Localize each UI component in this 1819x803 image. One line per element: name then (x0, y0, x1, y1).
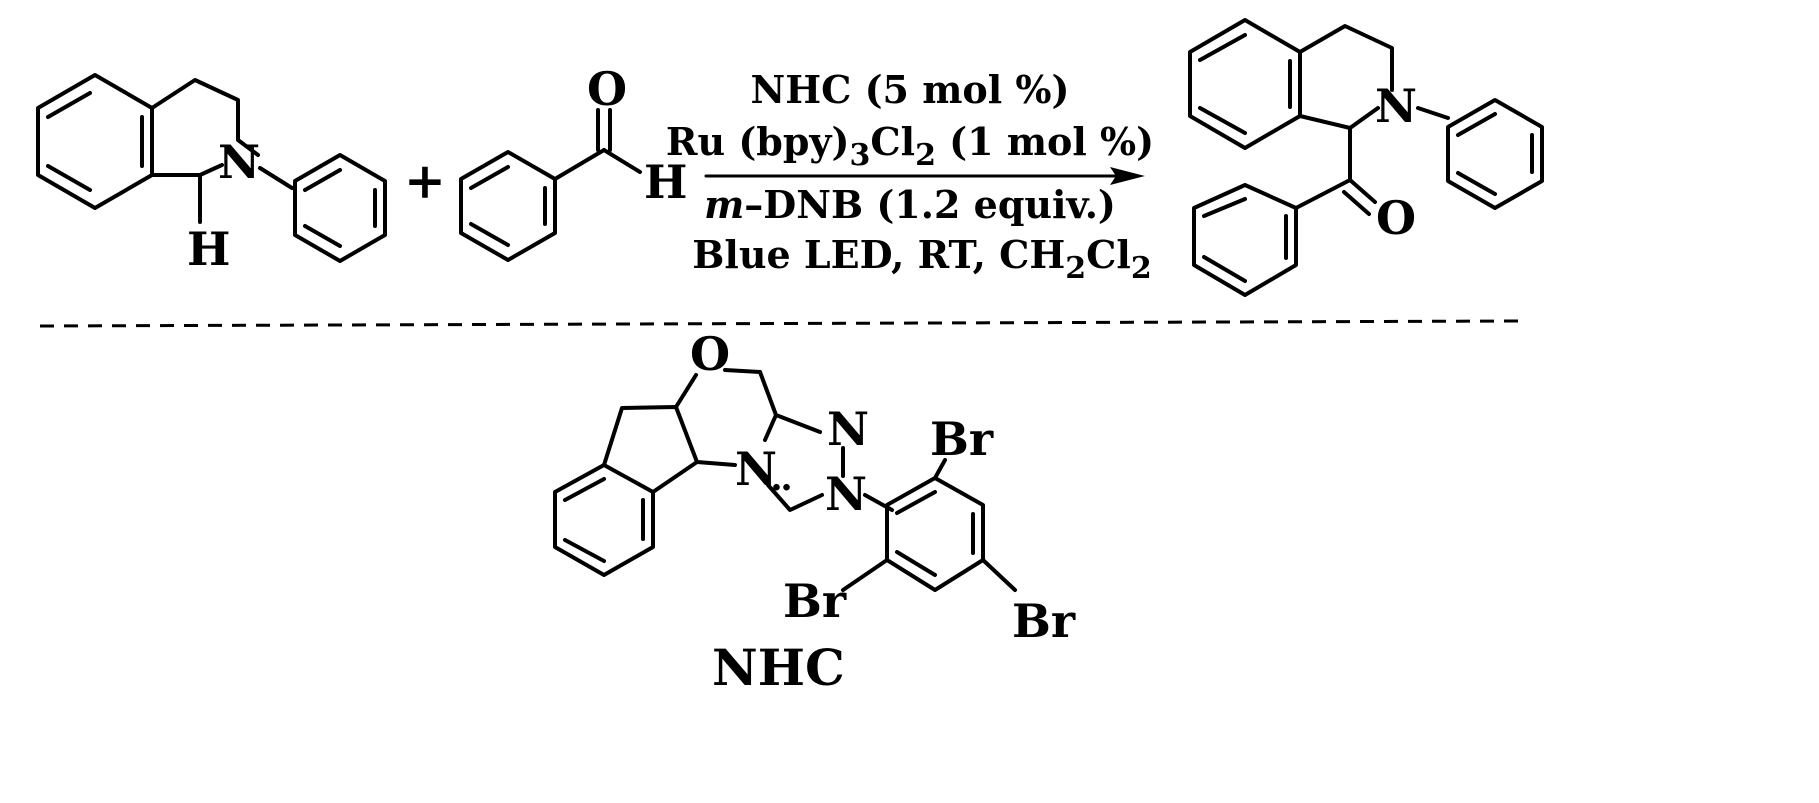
atom-o-label: O (587, 62, 627, 116)
product-benzoyl-ring (1192, 183, 1298, 297)
condition-light-solvent: Blue LED, RT, CH2Cl2 (692, 232, 1151, 286)
light-solvent-part-b: Cl (1086, 232, 1131, 277)
nhc-catalyst-caption: NHC (712, 638, 845, 697)
condition-oxidant: m–DNB (1.2 equiv.) (704, 182, 1116, 227)
reactant-tetrahydroisoquinoline: N H (36, 73, 387, 276)
atom-h-label: H (187, 222, 230, 276)
benzo-ring (36, 73, 154, 210)
oxidant-italic-prefix: m (704, 182, 744, 227)
nhc-atom-n1-label: N (827, 402, 869, 456)
condition-photocatalyst: Ru (bpy)3Cl2 (1 mol %) (666, 119, 1154, 173)
bromine-top-label: Br (930, 412, 994, 466)
reaction-arrow (704, 167, 1145, 185)
product-atom-o-label: O (1376, 191, 1416, 245)
product-n-phenyl-ring (1446, 98, 1544, 210)
atom-h-label: H (644, 155, 687, 209)
n-phenyl-ring (293, 153, 387, 263)
nhc-atom-o-label: O (690, 327, 730, 381)
reactant-benzaldehyde: O H (459, 62, 687, 262)
saturated-ring (150, 78, 294, 224)
product-atom-n-label: N (1375, 79, 1417, 133)
bromine-left-label: Br (783, 574, 847, 628)
photocatalyst-subscript-1: 3 (850, 138, 871, 173)
oxidant-rest: –DNB (1.2 equiv.) (744, 182, 1116, 227)
photocatalyst-subscript-2: 2 (915, 138, 936, 173)
carbene-lone-pair: ¨ (770, 477, 793, 531)
photocatalyst-part-a: Ru (bpy) (666, 119, 850, 164)
light-solvent-subscript-1: 2 (1065, 251, 1086, 286)
benzaldehyde-ring (459, 150, 557, 262)
reaction-conditions: NHC (5 mol %) Ru (bpy)3Cl2 (1 mol %) m–D… (666, 67, 1154, 286)
light-solvent-subscript-2: 2 (1131, 251, 1152, 286)
tribromophenyl-ring (885, 476, 985, 592)
condition-catalyst-loading: NHC (5 mol %) (750, 67, 1069, 112)
light-solvent-part-a: Blue LED, RT, CH (692, 232, 1065, 277)
product-ketone: N O (1188, 18, 1544, 297)
nhc-atom-n2-label: N (735, 442, 777, 496)
bromine-right-label: Br (1012, 594, 1076, 648)
atom-n-label: N (218, 135, 260, 189)
product-saturated-ring (1298, 24, 1450, 130)
product-benzo-ring (1188, 18, 1302, 150)
scheme-divider (39, 319, 1521, 328)
photocatalyst-part-b: Cl (870, 119, 915, 164)
nhc-atom-n3-label: N (825, 467, 867, 521)
plus-sign: + (404, 151, 446, 210)
indane-benzo-ring (553, 463, 655, 577)
photocatalyst-part-c: (1 mol %) (936, 119, 1154, 164)
nhc-catalyst-structure: O N N N ¨ Br Br Br NHC (553, 327, 1076, 697)
